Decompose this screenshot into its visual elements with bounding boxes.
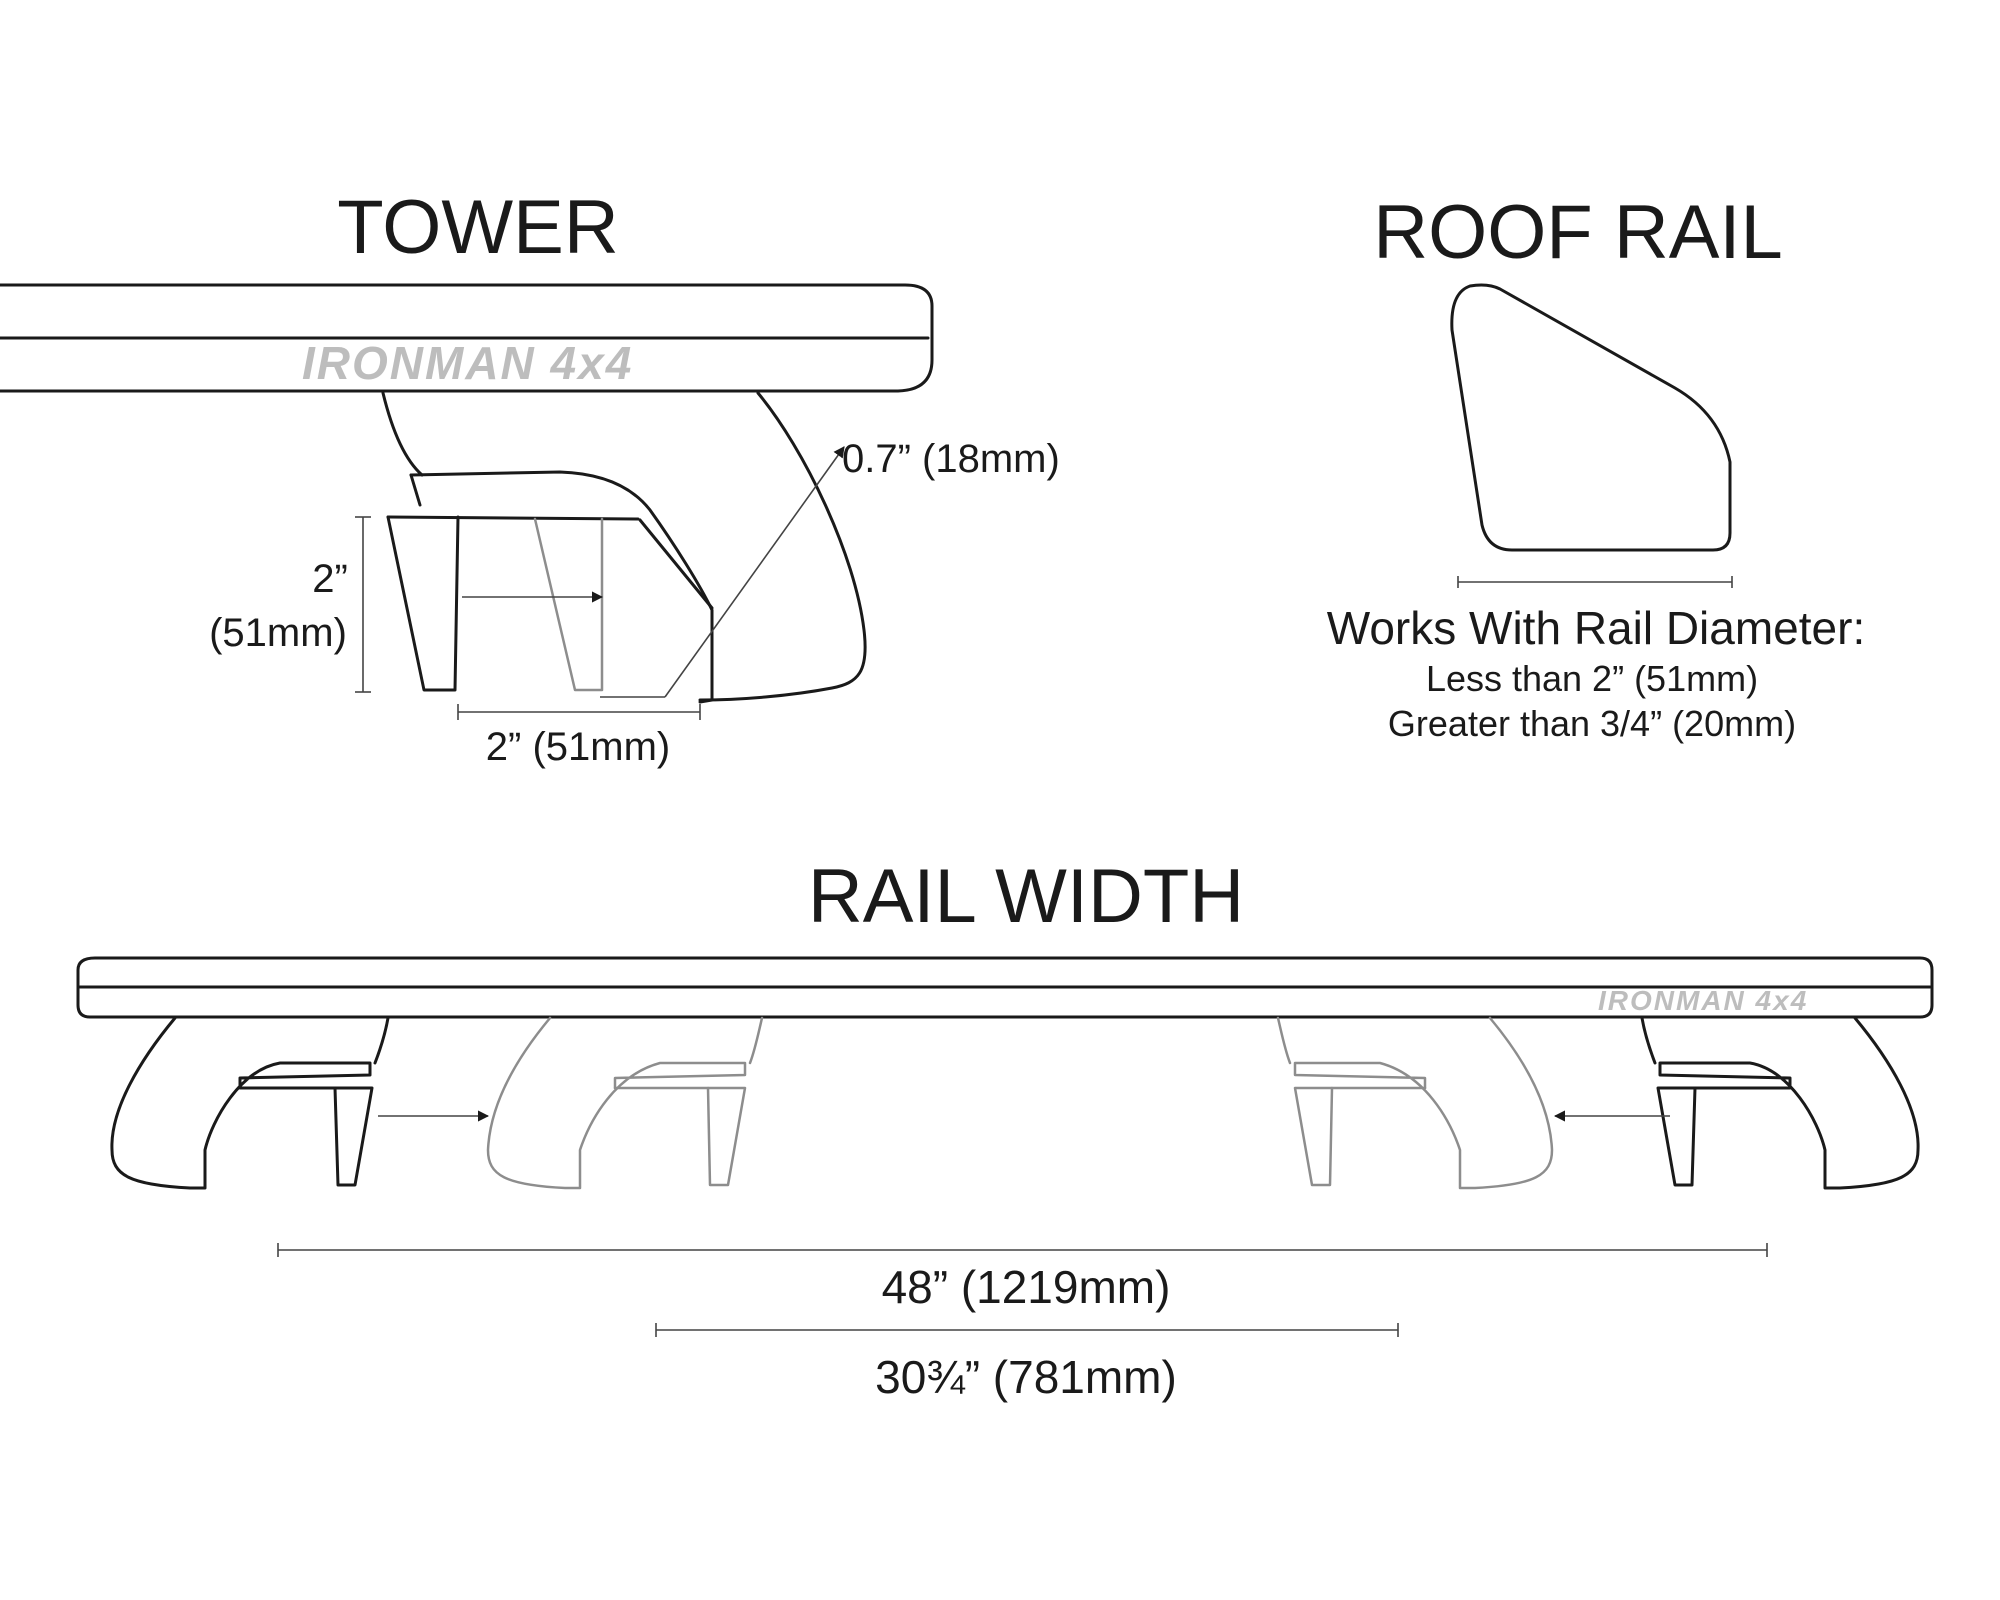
roof-rail-title: ROOF RAIL	[1373, 190, 1783, 275]
max-width-label: 48” (1219mm)	[882, 1261, 1171, 1313]
rail-width-title: RAIL WIDTH	[808, 854, 1244, 939]
thickness-label: 0.7” (18mm)	[842, 437, 1060, 481]
rail-width-brand-logo: IRONMAN 4x4	[1598, 985, 1808, 1016]
rail-diameter-greater: Greater than 3/4” (20mm)	[1388, 703, 1796, 744]
height-label-mm: (51mm)	[209, 611, 347, 655]
right-foot	[1640, 1016, 1920, 1190]
tower-title: TOWER	[337, 185, 618, 270]
tower-dimensions: 2” (51mm) 2” (51mm) 0.7” (18mm)	[209, 437, 1060, 769]
rail-diameter-less: Less than 2” (51mm)	[1426, 658, 1758, 699]
tower-foot	[381, 391, 867, 704]
width-label: 2” (51mm)	[486, 725, 670, 769]
rail-diameter-heading: Works With Rail Diameter:	[1327, 602, 1865, 654]
rail-width-section: RAIL WIDTH IRONMAN 4x4	[76, 854, 1934, 1403]
roof-rail-section: ROOF RAIL Works With Rail Diameter: Less…	[1327, 190, 1865, 744]
tower-crossbar: IRONMAN 4x4	[0, 283, 934, 393]
rail-width-crossbar: IRONMAN 4x4	[76, 956, 1934, 1019]
min-width-label: 30¾” (781mm)	[875, 1351, 1177, 1403]
tower-brand-logo: IRONMAN 4x4	[302, 337, 633, 389]
thickness-leader-arrow	[664, 446, 845, 698]
tower-section: TOWER IRONMAN 4x4	[0, 185, 1060, 769]
height-label-in: 2”	[312, 557, 348, 601]
rail-profile-shape	[1450, 283, 1732, 552]
left-ghost-foot	[486, 1016, 764, 1190]
right-ghost-foot	[1276, 1016, 1554, 1190]
left-foot	[110, 1016, 390, 1190]
